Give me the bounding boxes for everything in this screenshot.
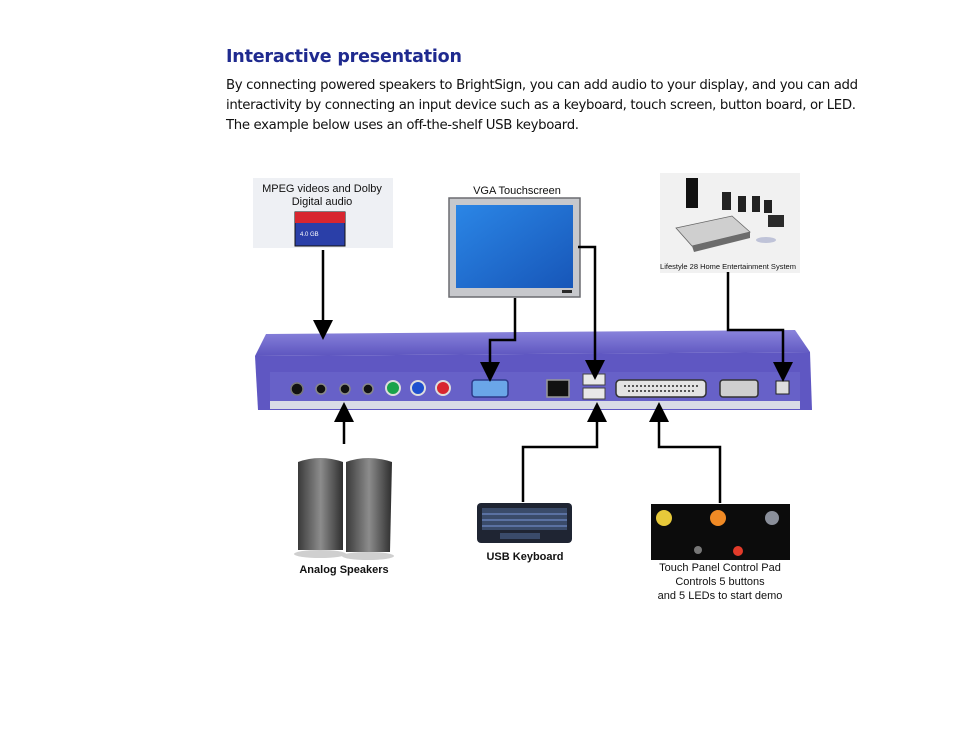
usb-port-top-icon [582, 373, 606, 386]
touch-label-line2: Controls 5 buttons [675, 576, 765, 588]
usb-keyboard-item: USB Keyboard [477, 503, 572, 563]
mpeg-label-line2: Digital audio [292, 196, 353, 208]
speakers-label: Analog Speakers [299, 564, 388, 576]
section-title: Interactive presentation [226, 47, 462, 67]
audio-jack-3-icon [315, 383, 327, 395]
speakers-icon [294, 458, 394, 560]
entertainment-connector [726, 272, 793, 382]
keyboard-icon [477, 503, 572, 543]
usb-port-bottom-icon [582, 387, 606, 400]
home-theater-icon [675, 178, 784, 252]
control-port-icon [615, 379, 707, 398]
serial-port-icon [719, 379, 759, 398]
touchscreen-usb-connector [578, 245, 605, 380]
cf-card-text: 4.0 GB [300, 232, 319, 238]
connector-lines [313, 245, 793, 503]
touchpanel-connector [649, 402, 722, 503]
intro-paragraph: By connecting powered speakers to Bright… [226, 78, 858, 133]
touch-panel-item: Touch Panel Control Pad Controls 5 butto… [651, 504, 790, 602]
vga-label: VGA Touchscreen [473, 185, 561, 197]
component-blue-icon [410, 380, 426, 396]
vga-connector [480, 298, 517, 382]
mpeg-label-line1: MPEG videos and Dolby [262, 183, 382, 195]
compact-flash-card-icon: 4.0 GB [294, 211, 346, 247]
lifestyle-label: Lifestyle 28 Home Entertainment System [660, 262, 796, 271]
control-pad-icon [651, 504, 790, 560]
touch-label-line3: and 5 LEDs to start demo [658, 590, 783, 602]
brightsign-player [255, 330, 812, 410]
component-green-icon [385, 380, 401, 396]
touch-label-line1: Touch Panel Control Pad [659, 562, 781, 574]
keyboard-connector [521, 402, 607, 502]
ethernet-port-icon [546, 379, 570, 398]
mpeg-media-item: MPEG videos and Dolby Digital audio 4.0 … [253, 178, 393, 248]
vga-port-icon [471, 379, 509, 398]
monitor-icon [448, 197, 581, 298]
keyboard-label: USB Keyboard [486, 551, 563, 563]
audio-jack-2-icon [339, 383, 351, 395]
audio-jack-1-icon [362, 383, 374, 395]
analog-speakers-item: Analog Speakers [294, 458, 394, 576]
home-entertainment-item: Lifestyle 28 Home Entertainment System [660, 173, 800, 273]
spdif-port-icon [775, 380, 790, 395]
vga-touchscreen-item: VGA Touchscreen [448, 185, 581, 298]
power-jack-icon [290, 382, 304, 396]
component-red-icon [435, 380, 451, 396]
